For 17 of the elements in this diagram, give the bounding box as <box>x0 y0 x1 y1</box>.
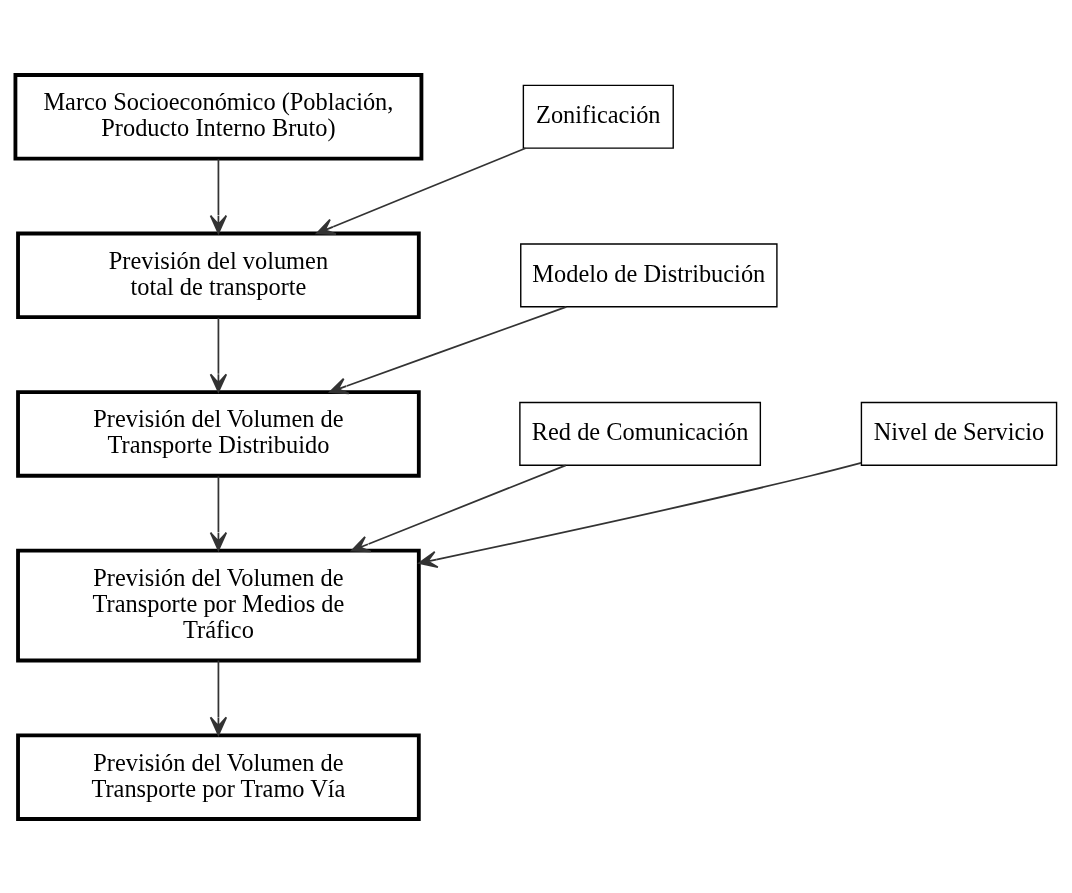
node-box: Previsión del Volumen de Transporte Distribuido <box>16 389 421 478</box>
node-box: Nivel de Servicio <box>860 401 1058 466</box>
arrow <box>209 475 228 551</box>
node-box: Modelo de Distribución <box>520 242 778 307</box>
arrow <box>209 659 228 736</box>
arrow <box>418 461 863 568</box>
arrow <box>329 305 568 394</box>
node-box: Previsión del volumen total de transporte <box>16 231 421 319</box>
arrow <box>209 316 228 393</box>
node-box: Marco Socioeconómico (Población, Producto Interno Bruto) <box>13 72 424 161</box>
node-box: Red de Comunicación <box>519 401 762 466</box>
arrow <box>315 146 527 235</box>
node-box: Previsión del Volumen de Transporte por Tramo Vía <box>16 732 421 821</box>
arrow <box>209 157 228 234</box>
arrow <box>350 464 567 552</box>
node-box: Previsión del Volumen de Transporte por Medios de Tráfico <box>16 548 421 662</box>
node-box: Zonificación <box>522 84 674 149</box>
